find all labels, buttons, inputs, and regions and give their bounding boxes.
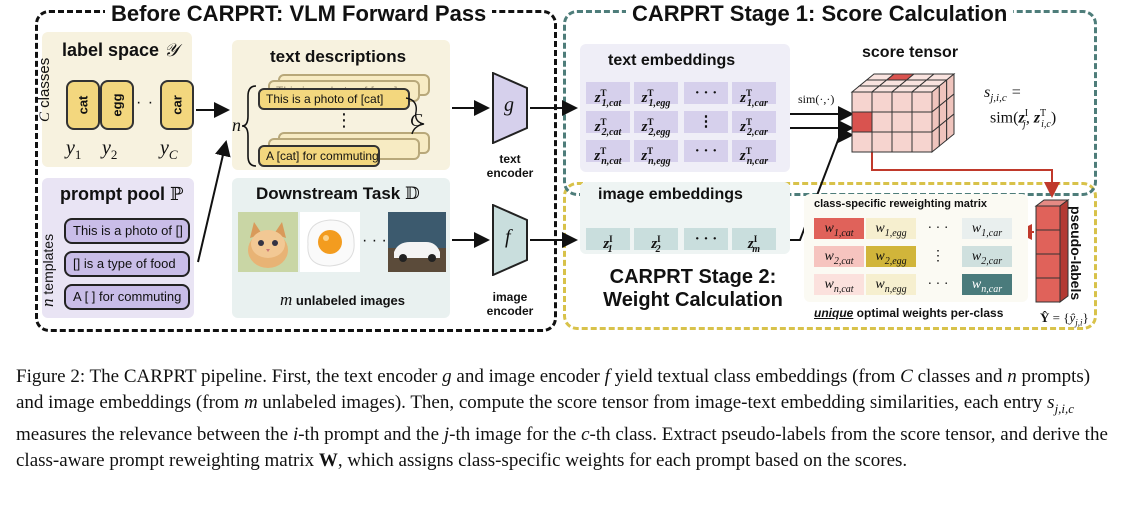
desc-c-brace-icon [405,97,425,135]
weight-cell: wn,cat [814,274,864,295]
image-embedding-cell: zIm [732,228,776,255]
score-tensor-cell [891,91,913,113]
score-tensor-cell [891,111,913,133]
class-pill-car: car [160,80,194,130]
weight-cell: · · · [927,221,949,236]
stage2-title-line2: Weight Calculation [603,289,783,311]
text-embedding-cell: · · · [684,82,728,104]
score-tensor-cell [911,111,933,133]
label-space-title: label space 𝒴 [62,40,179,60]
score-tensor-cell [851,91,873,113]
text-embedding-cell: zTn,egg [634,140,678,167]
weight-cell: w1,cat [814,218,864,239]
cat-image [238,212,298,272]
pseudo-labels-label: pseudo-labels [1068,206,1084,301]
unique-weights-label: unique optimal weights per-class [814,306,1004,320]
weight-cell: w2,egg [866,246,916,267]
text-embedding-cell: · · · [684,140,728,162]
class-pill-egg: egg [100,80,134,130]
score-formula-lhs: sj,i,c = [984,84,1022,105]
image-ellipsis: · · · [362,232,387,249]
image-embedding-cell: zI2 [634,228,678,255]
image-encoder-label: image encoder [486,290,534,318]
image-encoder-symbol: f [505,226,511,248]
stage2-title-box: CARPRT Stage 2: Weight Calculation [568,266,818,312]
unlabeled-label: m unlabeled images [280,290,405,309]
score-formula-rhs: sim(zIj, zTi,c) [990,108,1057,130]
score-tensor-cell [946,112,955,142]
text-descriptions-title: text descriptions [270,47,407,66]
downstream-title: Downstream Task 𝔻 [256,184,420,203]
score-tensor-cell [851,131,873,153]
class-var-y2: y2 [102,137,118,162]
reweighting-matrix-title: class-specific reweighting matrix [814,198,988,210]
text-encoder-icon [492,72,528,144]
text-encoder-label: text encoder [486,152,534,180]
prompt-pool-title: prompt pool ℙ [60,184,184,204]
text-embedding-cell: ⋮ [684,111,728,133]
weight-cell: ⋮ [931,249,945,264]
score-tensor-cell [871,111,893,133]
text-embedding-cell: zT2,egg [634,111,678,138]
prompt-template: [] is a type of food [64,251,190,277]
egg-image [300,212,360,272]
prompt-template: This is a photo of [] [64,218,190,244]
class-var-y1: y1 [66,137,82,162]
score-tensor-cell [911,131,933,153]
class-var-yc: yC [160,137,178,162]
text-embeddings-title: text embeddings [608,52,736,69]
image-embedding-cell: zI1 [586,228,630,255]
image-embeddings-title: image embeddings [598,186,743,203]
weight-cell: w1,egg [866,218,916,239]
score-tensor-cell [891,131,913,153]
desc-brace-icon [241,85,257,167]
before-title: Before CARPRT: VLM Forward Pass [105,1,493,27]
text-embedding-cell: zT1,egg [634,82,678,109]
weight-cell: w2,car [962,246,1012,267]
weight-cell: wn,egg [866,274,916,295]
score-tensor-cell [911,91,933,113]
yhat-label: Ŷ = {ŷj,i} [1040,310,1089,328]
text-embedding-cell: zTn,cat [586,140,630,167]
sim-function-label: sim(·,·) [798,92,835,106]
score-tensor-cell [851,111,873,133]
weight-cell: wn,car [962,274,1012,295]
text-embedding-cell: zT2,cat [586,111,630,138]
desc-vdots: ⋮ [335,110,353,130]
score-tensor-cube [850,72,956,154]
score-tensor-cell [871,91,893,113]
text-encoder-symbol: g [504,94,514,116]
class-pill-cat: cat [66,80,100,130]
desc-cat: This is a photo of [cat] [258,88,410,110]
connector-arrows [196,100,1060,263]
desc-n-label: n [232,115,241,135]
score-tensor-title: score tensor [862,44,959,61]
weight-cell: w1,car [962,218,1012,239]
desc-commute-cat: A [cat] for commuting [258,145,380,167]
desc-c-label: C [410,110,423,130]
stage1-title: CARPRT Stage 1: Score Calculation [626,1,1014,27]
score-tensor-cell [871,131,893,153]
stage2-frame [563,182,1097,330]
car-image [388,212,446,272]
text-embedding-cell: zT2,car [732,111,776,138]
text-embedding-cell: zT1,car [732,82,776,109]
prompt-template: A [ ] for commuting [64,284,190,310]
stage2-title-line1: CARPRT Stage 2: [609,266,777,288]
pseudo-labels-column [1034,199,1070,303]
class-ellipsis: · · · [136,94,166,111]
figure-caption: Figure 2: The CARPRT pipeline. First, th… [16,366,1108,471]
weight-cell: · · · [927,277,949,292]
text-embedding-cell: zT1,cat [586,82,630,109]
image-embedding-cell: · · · [684,228,728,250]
image-encoder-icon [492,204,528,276]
text-embedding-cell: zTn,car [732,140,776,167]
weight-cell: w2,cat [814,246,864,267]
